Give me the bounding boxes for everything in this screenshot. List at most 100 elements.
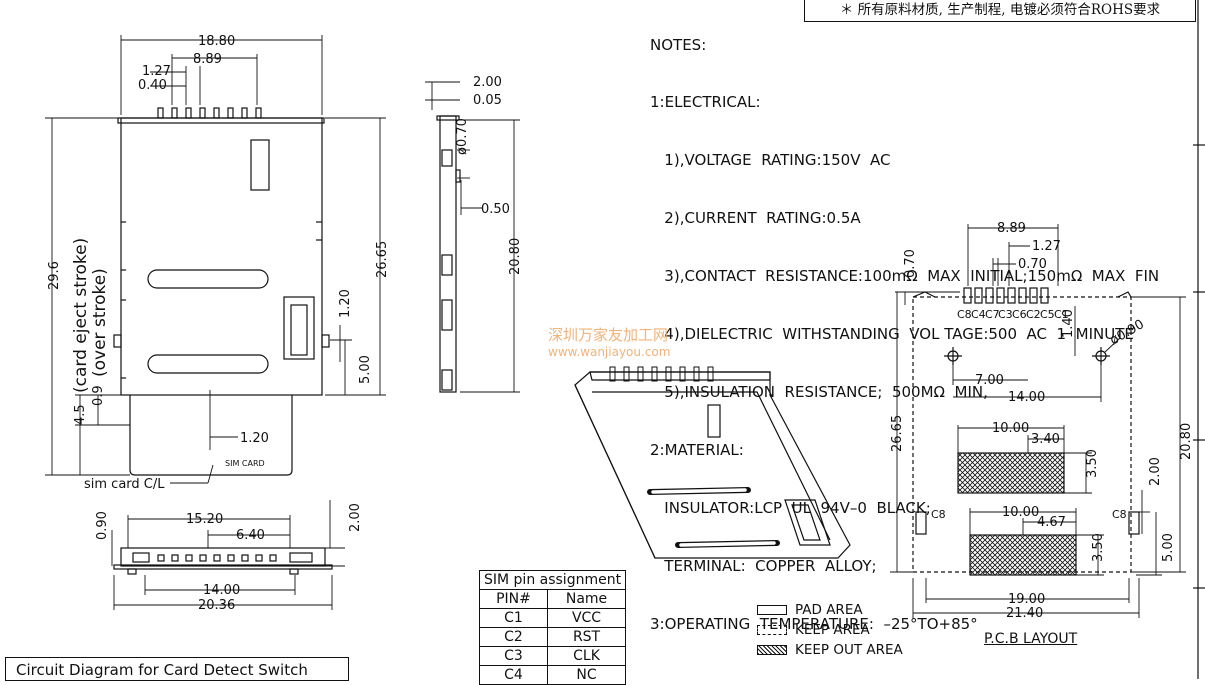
- dim-cd-span: 19.00: [1008, 592, 1045, 607]
- dim-side-thickness: 2.00: [473, 75, 502, 90]
- notes-line: 3:OPERATING TEMPERATURE: –25°TO+85°: [650, 614, 978, 633]
- table-row: C1 VCC: [479, 608, 627, 628]
- dim-front-width: 20.36: [198, 598, 235, 613]
- pin-table-title: SIM pin assignment: [478, 570, 627, 590]
- pin-table-header-pin: PIN#: [479, 589, 548, 609]
- dim-pcb-hole-half: 7.00: [975, 373, 1004, 388]
- dim-side-hole: ø0.70: [455, 118, 470, 155]
- dim-cd-height: 2.00: [1148, 457, 1163, 486]
- label-sim-card-cl: sim card C/L: [84, 477, 165, 492]
- dim-pcb-pad-width: 0.70: [1018, 257, 1047, 272]
- top-view-outline: [113, 107, 330, 476]
- name-cell: CLK: [546, 646, 627, 666]
- pcb-pin-label-c5: C5: [1040, 308, 1055, 321]
- notes-line: 4),DIELECTRIC WITHSTANDING VOL TAGE:500 …: [650, 325, 1134, 344]
- dim-cd-pos: 5.00: [1161, 533, 1176, 562]
- dim-pcb-hole-span: 14.00: [1008, 390, 1045, 405]
- rohs-requirement-box: ＊ 所有原料材质, 生产制程, 电镀必须符合ROHS要求: [804, 0, 1196, 22]
- legend-item-keep: KEEP AREA: [757, 620, 903, 640]
- pcb-pin-label-c2: C2: [1026, 308, 1041, 321]
- sim-pin-table: SIM pin assignment PIN# Name C1 VCC C2 R…: [478, 570, 627, 685]
- pin-cell: C4: [479, 665, 548, 685]
- keep-area-swatch: [757, 625, 787, 635]
- dim-body-length: 26.65: [375, 241, 390, 278]
- pin-cell: C2: [479, 627, 548, 647]
- dim-total-length: 29.6: [47, 261, 62, 290]
- top-view-dimensions: [45, 35, 386, 484]
- pcb-dimensions: [890, 224, 1186, 618]
- dim-keepout1-offset: 3.40: [1031, 432, 1060, 447]
- dim-keepout2-width: 10.00: [1002, 505, 1039, 520]
- pcb-pin-label-c6: C6: [1012, 308, 1027, 321]
- dim-keepout1-height: 3.50: [1085, 449, 1100, 478]
- dim-side-gap: 0.05: [473, 93, 502, 108]
- pcb-pin-label-c1: C1: [1054, 308, 1069, 321]
- name-cell: VCC: [546, 608, 627, 628]
- dim-overall-width: 18.80: [198, 34, 235, 49]
- dim-front-height: 2.00: [348, 503, 363, 532]
- dim-over-stroke: 0.9: [91, 385, 106, 406]
- notes-block: NOTES: 1:ELECTRICAL: 1),VOLTAGE RATING:1…: [650, 0, 1159, 653]
- circuit-diagram-title: Circuit Diagram for Card Detect Switch: [5, 657, 349, 681]
- dim-pcb-pitch: 1.27: [1032, 239, 1061, 254]
- dim-keepout1-width: 10.00: [992, 421, 1029, 436]
- dim-front-half: 6.40: [236, 528, 265, 543]
- dim-keepout2-height: 3.50: [1091, 533, 1106, 562]
- legend-item-keep-out: KEEP OUT AREA: [757, 640, 903, 660]
- name-cell: RST: [546, 627, 627, 647]
- pin-cell: C3: [479, 646, 548, 666]
- pad-area-swatch: [757, 605, 787, 615]
- dim-eject-stroke: 4.5: [73, 404, 88, 425]
- pcb-pin-label-c8: C8: [957, 308, 972, 321]
- dim-front-pins: 14.00: [203, 583, 240, 598]
- pcb-layout-title: P.C.B LAYOUT: [984, 631, 1078, 647]
- dim-pin-pitch: 1.27: [142, 64, 171, 79]
- front-view-outline: [113, 547, 333, 575]
- dim-pcb-pin-span: 8.89: [997, 221, 1026, 236]
- legend-label: PAD AREA: [795, 602, 863, 618]
- notes-line: NOTES:: [650, 35, 707, 54]
- notes-line: INSULATOR:LCP UL 94V–0 BLACK;: [650, 498, 931, 517]
- notes-line: 1),VOLTAGE RATING:150V AC: [650, 151, 891, 170]
- label-over-stroke: (over stroke): [90, 268, 110, 377]
- label-card-eject-stroke: (card eject stroke): [71, 238, 91, 393]
- dim-keepout2-offset: 4.67: [1037, 515, 1066, 530]
- dim-front-span: 15.20: [186, 512, 223, 527]
- dim-switch-pos: 5.00: [358, 355, 373, 384]
- notes-line: TERMINAL: COPPER ALLOY;: [650, 556, 877, 575]
- isometric-view: [574, 366, 851, 559]
- table-row: C2 RST: [479, 627, 627, 647]
- dim-pcb-hole-y: 1.40: [1061, 309, 1076, 338]
- notes-line: 2:MATERIAL:: [650, 440, 744, 459]
- dim-side-length: 20.80: [508, 238, 523, 275]
- watermark-cn: 深圳万家友加工网: [548, 326, 669, 344]
- table-row: C4 NC: [479, 665, 627, 685]
- notes-line: 3),CONTACT RESISTANCE:100mΩ MAX INITIAL;…: [650, 267, 1160, 286]
- dim-pin-width: 0.40: [138, 78, 167, 93]
- pcb-pin-label-c7: C7: [985, 308, 1000, 321]
- side-view-outline: [436, 115, 461, 393]
- name-cell: NC: [546, 665, 627, 685]
- legend-label: KEEP AREA: [795, 622, 870, 638]
- dim-front-thin: 0.90: [95, 511, 110, 540]
- front-view-dimensions: [111, 500, 345, 610]
- pcb-pin-label-c4: C4: [971, 308, 986, 321]
- side-view-dimensions: [425, 81, 520, 393]
- area-legend: PAD AREA KEEP AREA KEEP OUT AREA: [757, 600, 903, 660]
- dim-pcb-width-side: 20.80: [1179, 423, 1194, 460]
- table-row: C3 CLK: [479, 646, 627, 666]
- dim-switch-width: 1.20: [338, 289, 353, 318]
- notes-line: 5),INSULATION RESISTANCE; 500MΩ MIN,: [650, 382, 988, 401]
- pcb-cd-label-right: C8: [1112, 508, 1127, 521]
- legend-item-pad: PAD AREA: [757, 600, 903, 620]
- dim-pcb-edge: 0.70: [903, 249, 918, 278]
- watermark: 深圳万家友加工网 www.wanjiayou.com: [548, 324, 670, 359]
- keep-out-area-swatch: [757, 645, 787, 655]
- dim-pin-span: 8.89: [193, 52, 222, 67]
- dim-pcb-length: 26.65: [890, 415, 905, 452]
- pcb-pin-label-c3: C3: [998, 308, 1013, 321]
- dim-card-offset: 1.20: [240, 431, 269, 446]
- legend-label: KEEP OUT AREA: [795, 642, 903, 658]
- notes-line: 1:ELECTRICAL:: [650, 93, 761, 112]
